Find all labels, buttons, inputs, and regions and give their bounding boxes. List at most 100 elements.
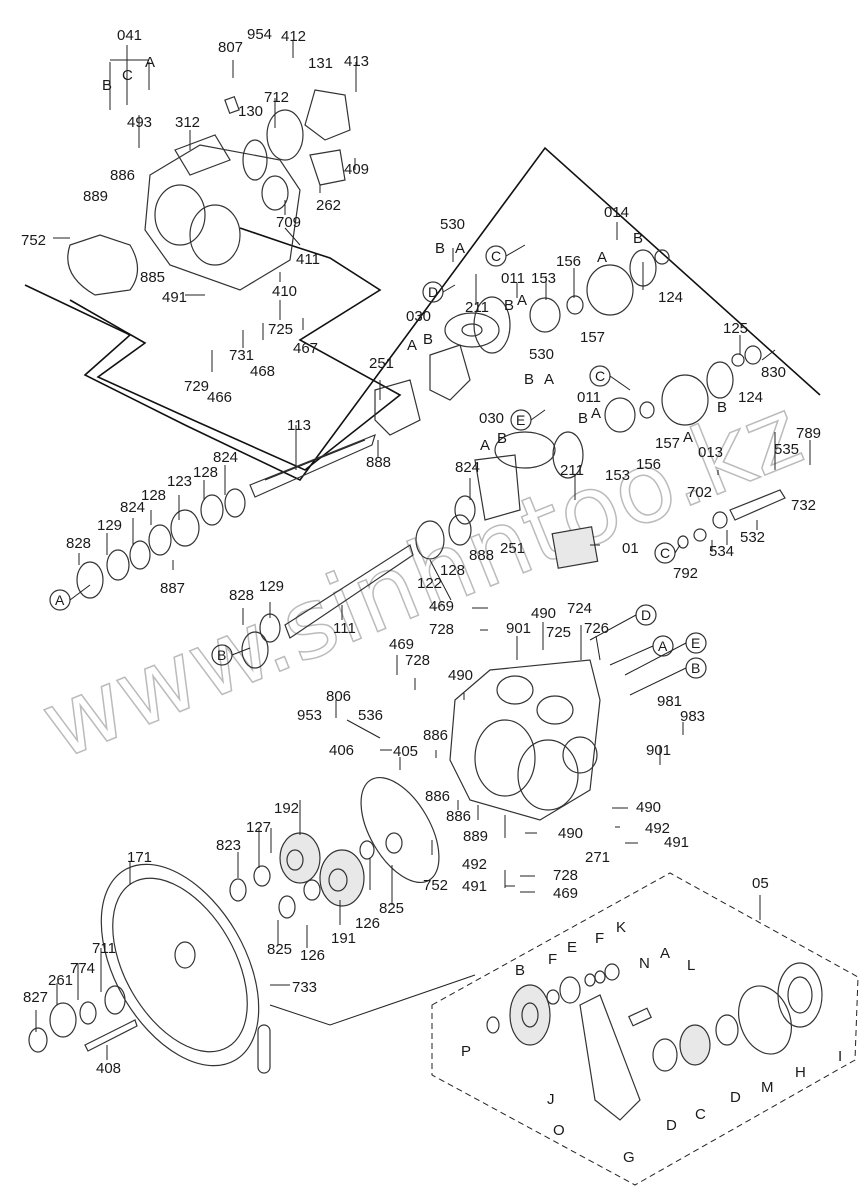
label-530-B: B	[435, 240, 445, 257]
casing-271	[449, 659, 601, 821]
gasket-752	[360, 776, 440, 884]
group-outline-pump	[24, 146, 821, 482]
label-05-D2: D	[730, 1089, 741, 1106]
label-014: 014	[604, 204, 629, 221]
label-490: 490	[531, 605, 556, 622]
label-211b: 211	[560, 462, 584, 479]
label-728b: 728	[405, 652, 430, 669]
label-271: 271	[585, 849, 610, 866]
cover-171	[28, 863, 271, 1074]
label-05-F1: F	[548, 951, 557, 968]
label-05-P: P	[461, 1043, 471, 1060]
label-413: 413	[344, 53, 369, 70]
label-824: 824	[455, 459, 480, 476]
gears	[229, 832, 403, 919]
label-711: 711	[92, 940, 116, 957]
label-491c: 491	[462, 878, 487, 895]
label-014-B: B	[633, 230, 643, 247]
ref-circle-E-1: E	[510, 409, 532, 431]
label-491b: 491	[664, 834, 689, 851]
label-466: 466	[207, 389, 232, 406]
label-825b: 825	[379, 900, 404, 917]
label-041-A: A	[145, 54, 155, 71]
label-011-B: B	[504, 297, 514, 314]
label-011b-A: A	[591, 405, 601, 422]
label-251: 251	[369, 355, 394, 372]
ref-circle-D-1: D	[422, 281, 444, 303]
label-534: 534	[709, 543, 734, 560]
label-807: 807	[218, 39, 243, 56]
label-05-D1: D	[666, 1117, 677, 1134]
label-752: 752	[21, 232, 46, 249]
label-153: 153	[531, 270, 556, 287]
label-886: 886	[110, 167, 135, 184]
label-824b: 824	[213, 449, 238, 466]
label-127: 127	[246, 819, 271, 836]
label-05-I: I	[838, 1048, 842, 1065]
label-030b: 030	[479, 410, 504, 427]
ref-circle-A-1: A	[49, 589, 71, 611]
label-171: 171	[127, 849, 152, 866]
label-030: 030	[406, 308, 431, 325]
label-530: 530	[440, 216, 465, 233]
label-013-A: A	[683, 429, 693, 446]
label-130: 130	[238, 103, 263, 120]
ref-circle-C-3: C	[654, 542, 676, 564]
label-05-E: E	[567, 939, 577, 956]
regulator-block	[551, 489, 786, 569]
label-733: 733	[292, 979, 317, 996]
label-824c: 824	[120, 499, 145, 516]
label-05-B: B	[515, 962, 525, 979]
label-262: 262	[316, 197, 341, 214]
label-041-C: C	[122, 67, 133, 84]
label-953: 953	[297, 707, 322, 724]
label-013-B: B	[717, 399, 727, 416]
label-01: 01	[622, 540, 639, 557]
svg-text:E: E	[516, 412, 525, 428]
label-113: 113	[287, 417, 311, 434]
label-191: 191	[331, 930, 356, 947]
label-830: 830	[761, 364, 786, 381]
label-041-B: B	[102, 77, 112, 94]
pump-body-top	[67, 89, 351, 296]
label-536: 536	[358, 707, 383, 724]
label-492b: 492	[462, 856, 487, 873]
label-05-F2: F	[595, 930, 604, 947]
label-886c: 886	[425, 788, 450, 805]
assembly-05-frame	[431, 872, 859, 1186]
label-05-M: M	[761, 1079, 774, 1096]
label-408: 408	[96, 1060, 121, 1077]
label-789: 789	[796, 425, 821, 442]
part-labels: 041 B C A 807 954 412 131 413 493 312 13…	[21, 26, 842, 1166]
ref-circle-D-2: D	[635, 604, 657, 626]
label-126b: 126	[355, 915, 380, 932]
label-124b: 124	[738, 389, 763, 406]
label-405: 405	[393, 743, 418, 760]
label-530b: 530	[529, 346, 554, 363]
label-490c: 490	[636, 799, 661, 816]
label-410: 410	[272, 283, 297, 300]
label-153b: 153	[605, 467, 630, 484]
label-530b-B: B	[524, 371, 534, 388]
label-128: 128	[193, 464, 218, 481]
label-261: 261	[48, 972, 73, 989]
ref-circle-A-2: A	[652, 635, 674, 657]
label-469b: 469	[389, 636, 414, 653]
label-752b: 752	[423, 877, 448, 894]
label-111: 111	[333, 620, 356, 637]
label-156b: 156	[636, 456, 661, 473]
label-011: 011	[501, 270, 525, 287]
label-157: 157	[580, 329, 605, 346]
svg-text:B: B	[217, 647, 226, 663]
label-532: 532	[740, 529, 765, 546]
label-983: 983	[680, 708, 705, 725]
label-406: 406	[329, 742, 354, 759]
label-014-A: A	[597, 249, 607, 266]
label-05-J: J	[547, 1091, 555, 1108]
label-412: 412	[281, 28, 306, 45]
label-490b: 490	[448, 667, 473, 684]
label-030b-B: B	[497, 430, 507, 447]
label-823: 823	[216, 837, 241, 854]
label-126: 126	[300, 947, 325, 964]
cylinder-parts	[374, 249, 762, 521]
